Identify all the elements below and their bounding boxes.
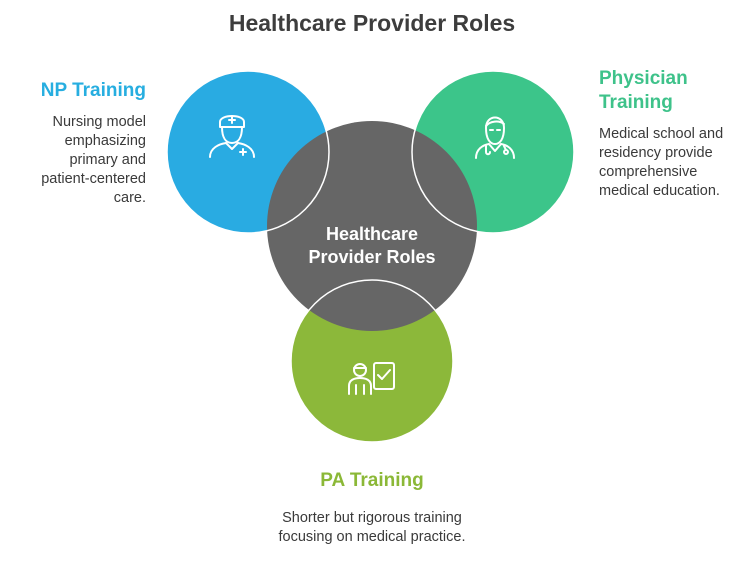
doctor-icon xyxy=(475,116,515,159)
diagram-title: Healthcare Provider Roles xyxy=(228,10,516,36)
physician-heading: Physician Training xyxy=(599,68,688,113)
physician-description: Medical school and residency provide com… xyxy=(599,126,724,199)
center-label-line1: Healthcare xyxy=(326,224,418,244)
pa-circle-outline xyxy=(290,279,454,443)
np-circle-outline xyxy=(166,70,330,234)
np-description: Nursing model emphasizing primary and pa… xyxy=(41,114,146,206)
pa-checklist-icon xyxy=(348,362,395,395)
center-label-line2: Provider Roles xyxy=(308,247,435,267)
nurse-icon xyxy=(209,115,255,158)
pa-heading: PA Training xyxy=(320,470,424,491)
physician-circle-outline xyxy=(411,70,575,234)
pa-description: Shorter but rigorous training focusing o… xyxy=(278,510,466,545)
np-heading: NP Training xyxy=(40,80,146,101)
center-circle[interactable] xyxy=(267,121,477,331)
